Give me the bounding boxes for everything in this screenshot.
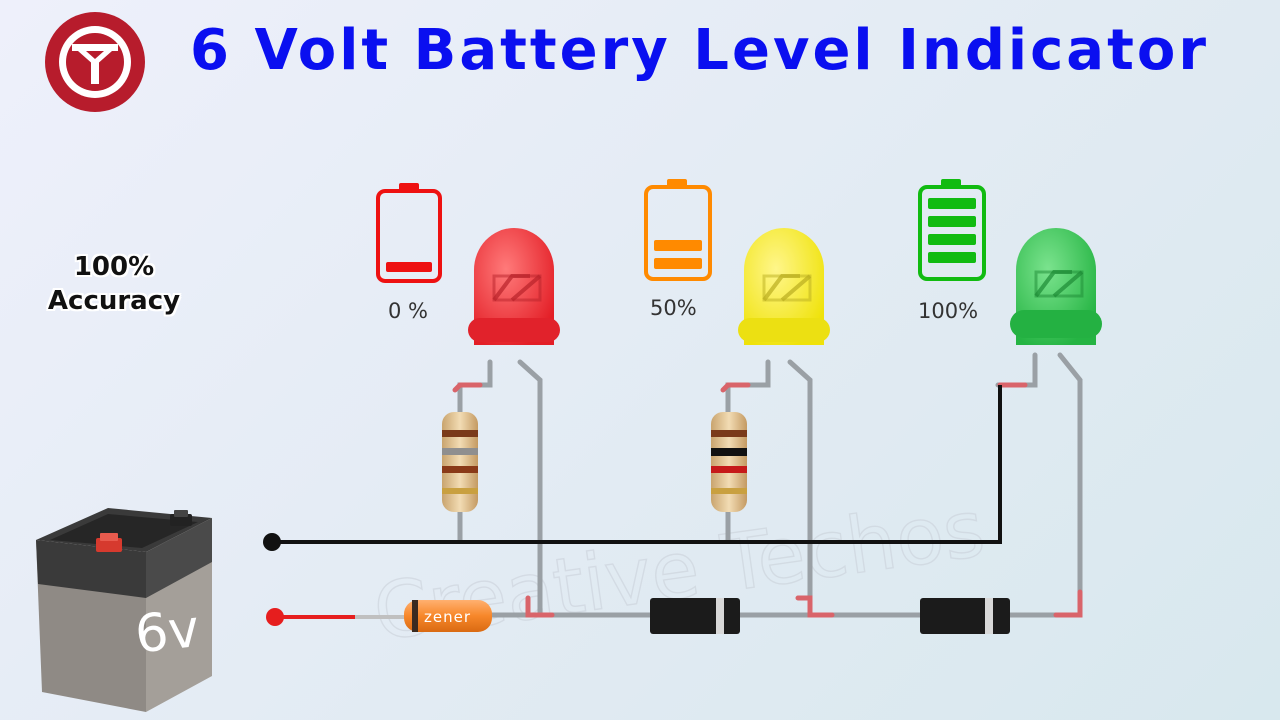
resistor-1 bbox=[442, 412, 478, 512]
diode-2 bbox=[920, 598, 1010, 634]
led-red bbox=[468, 228, 560, 345]
diode-1 bbox=[650, 598, 740, 634]
accuracy-percent: 100% bbox=[73, 252, 155, 282]
zener-diode: zener bbox=[404, 600, 492, 632]
battery-6v: 6v bbox=[36, 508, 212, 712]
creative-techos-logo-icon bbox=[45, 12, 145, 112]
zener-label: zener bbox=[424, 608, 471, 626]
battery-label: 6v bbox=[132, 599, 202, 665]
level-label-100: 100% bbox=[918, 299, 978, 323]
battery-full-icon bbox=[918, 179, 986, 281]
negative-wire bbox=[263, 385, 1002, 551]
positive-lead bbox=[266, 608, 405, 626]
accuracy-badge: 100% Accuracy bbox=[36, 250, 192, 318]
page-title: 6 Volt Battery Level Indicator bbox=[190, 18, 1209, 83]
battery-empty-icon bbox=[376, 183, 442, 283]
level-label-0: 0 % bbox=[388, 299, 428, 323]
battery-half-icon bbox=[644, 179, 712, 281]
led-green bbox=[1010, 228, 1102, 345]
accuracy-text: Accuracy bbox=[47, 286, 181, 316]
resistor-2 bbox=[711, 412, 747, 512]
led-yellow bbox=[738, 228, 830, 345]
level-label-50: 50% bbox=[650, 296, 697, 320]
